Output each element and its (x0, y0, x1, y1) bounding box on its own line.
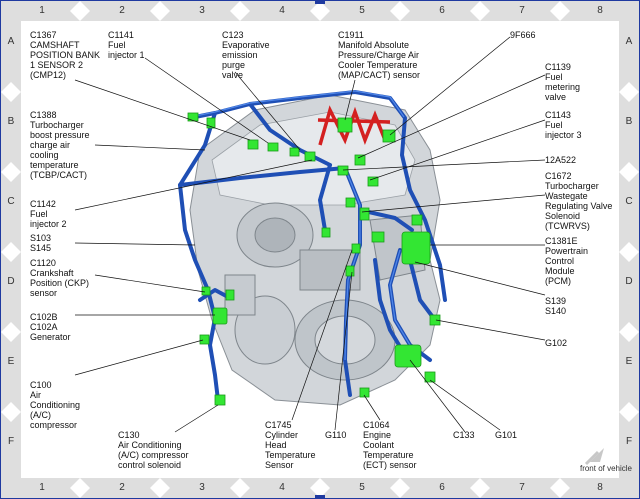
callout-c1120: C1120 Crankshaft Position (CKP) sensor (30, 258, 90, 298)
callout-c1911: C1911 Manifold Absolute Pressure/Charge … (338, 30, 421, 80)
callout-c1064: C1064 Engine Coolant Temperature (ECT) s… (363, 420, 417, 470)
grid-row-d: D (7, 276, 15, 287)
grid-col-3: 3 (199, 5, 205, 16)
grid-row-b: B (7, 116, 15, 127)
grid-col-8-bottom: 8 (597, 482, 603, 493)
arrow-front-icon (584, 448, 604, 466)
callout-g110: G110 (325, 430, 347, 440)
grid-col-1-bottom: 1 (39, 482, 45, 493)
grid-col-6: 6 (439, 5, 445, 16)
grid-col-5-bottom: 5 (359, 482, 365, 493)
grid-row-c: C (7, 196, 15, 207)
callout-c100: C100 Air Conditioning (A/C) compressor (30, 380, 81, 430)
grid-col-2: 2 (119, 5, 125, 16)
callout-12a522: 12A522 (545, 155, 577, 165)
grid-col-2-bottom: 2 (119, 482, 125, 493)
callout-g101: G101 (495, 430, 518, 440)
callout-s139-s140: S139 S140 (545, 296, 567, 316)
grid-col-4: 4 (279, 5, 285, 16)
red-harness (317, 105, 391, 146)
callout-c1141: C1141 Fuel injector 1 (108, 30, 145, 60)
grid-col-8: 8 (597, 5, 603, 16)
grid-col-5: 5 (359, 5, 365, 16)
grid-row-e: E (7, 356, 15, 367)
callout-c1745: C1745 Cylinder Head Temperature Sensor (265, 420, 316, 470)
callout-c1388: C1388 Turbocharger boost pressure charge… (30, 110, 90, 180)
grid-col-6-bottom: 6 (439, 482, 445, 493)
grid-row-a-right: A (625, 36, 633, 47)
grid-row-c-right: C (625, 196, 633, 207)
grid-col-3-bottom: 3 (199, 482, 205, 493)
callout-c130: C130 Air Conditioning (A/C) compressor c… (118, 430, 189, 470)
grid-col-7: 7 (519, 5, 525, 16)
leader-lines (74, 36, 546, 433)
callout-c133: C133 (453, 430, 475, 440)
callout-c102b: C102B C102A Generator (30, 312, 71, 342)
callout-g102: G102 (545, 338, 568, 348)
grid-col-4-bottom: 4 (279, 482, 285, 493)
grid-row-b-right: B (625, 116, 633, 127)
grid-row-f: F (7, 436, 15, 447)
grid-row-f-right: F (625, 436, 633, 447)
callout-c1142: C1142 Fuel injector 2 (30, 199, 67, 229)
grid-row-d-right: D (625, 276, 633, 287)
callout-c1672: C1672 Turbocharger Wastegate Regulating … (545, 171, 613, 231)
callout-c1143: C1143 Fuel injector 3 (545, 110, 582, 140)
callout-c1367: C1367 CAMSHAFT POSITION BANK 1 SENSOR 2 … (30, 30, 101, 80)
callout-9f666: 9F666 (510, 30, 536, 40)
grid-row-e-right: E (625, 356, 633, 367)
callout-s103-s145: S103 S145 (30, 233, 52, 253)
callout-c1381e: C1381E Powertrain Control Module (PCM) (545, 236, 589, 286)
grid-row-a: A (7, 36, 15, 47)
callout-c123: C123 Evaporative emission purge valve (222, 30, 270, 80)
front-of-vehicle-label: front of vehicle (579, 464, 632, 473)
connectors (187, 112, 441, 406)
grid-col-1: 1 (39, 5, 45, 16)
grid-col-7-bottom: 7 (519, 482, 525, 493)
callout-c1139: C1139 Fuel metering valve (545, 62, 581, 102)
